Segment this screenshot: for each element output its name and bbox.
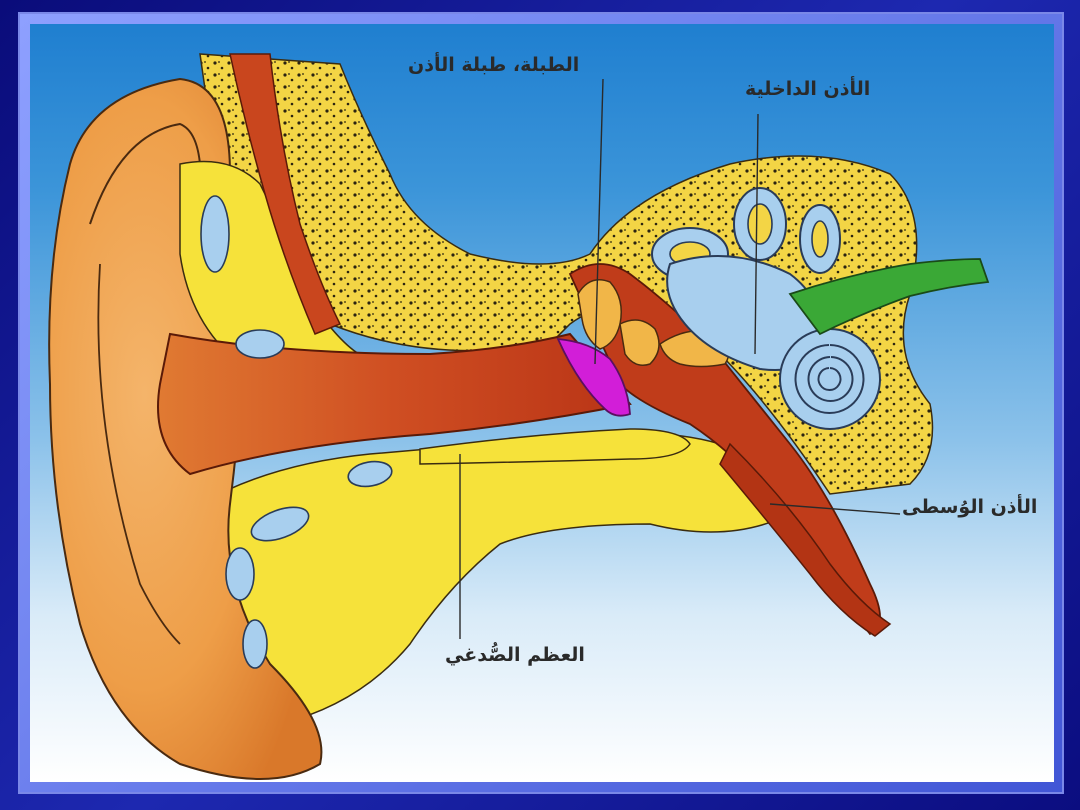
eustachian-tube [719,442,892,637]
temporal-bone-strip [419,428,691,465]
ear-canal [157,332,632,476]
label-middle-ear: الأذن الوُسطى [902,496,1038,518]
auditory-nerve [788,258,990,336]
auricle-fold-line [97,263,181,645]
temporal-bone-lower [199,432,791,725]
cartilage-islands [200,195,393,669]
ossicle-incus [619,319,660,366]
label-tympanum: الطبلة، طبلة الأذن [408,54,580,76]
label-inner-ear: الأذن الداخلية [745,78,871,100]
diagram-panel: الطبلة، طبلة الأذن الأذن الداخلية الأذن … [30,24,1054,782]
leader-lines [459,78,901,639]
upper-vessel [229,53,342,335]
label-temporal-bone: العظم الصُّدغي [445,644,585,666]
cochlea [779,328,881,430]
eardrum [556,337,631,417]
ear-diagram [48,53,990,780]
